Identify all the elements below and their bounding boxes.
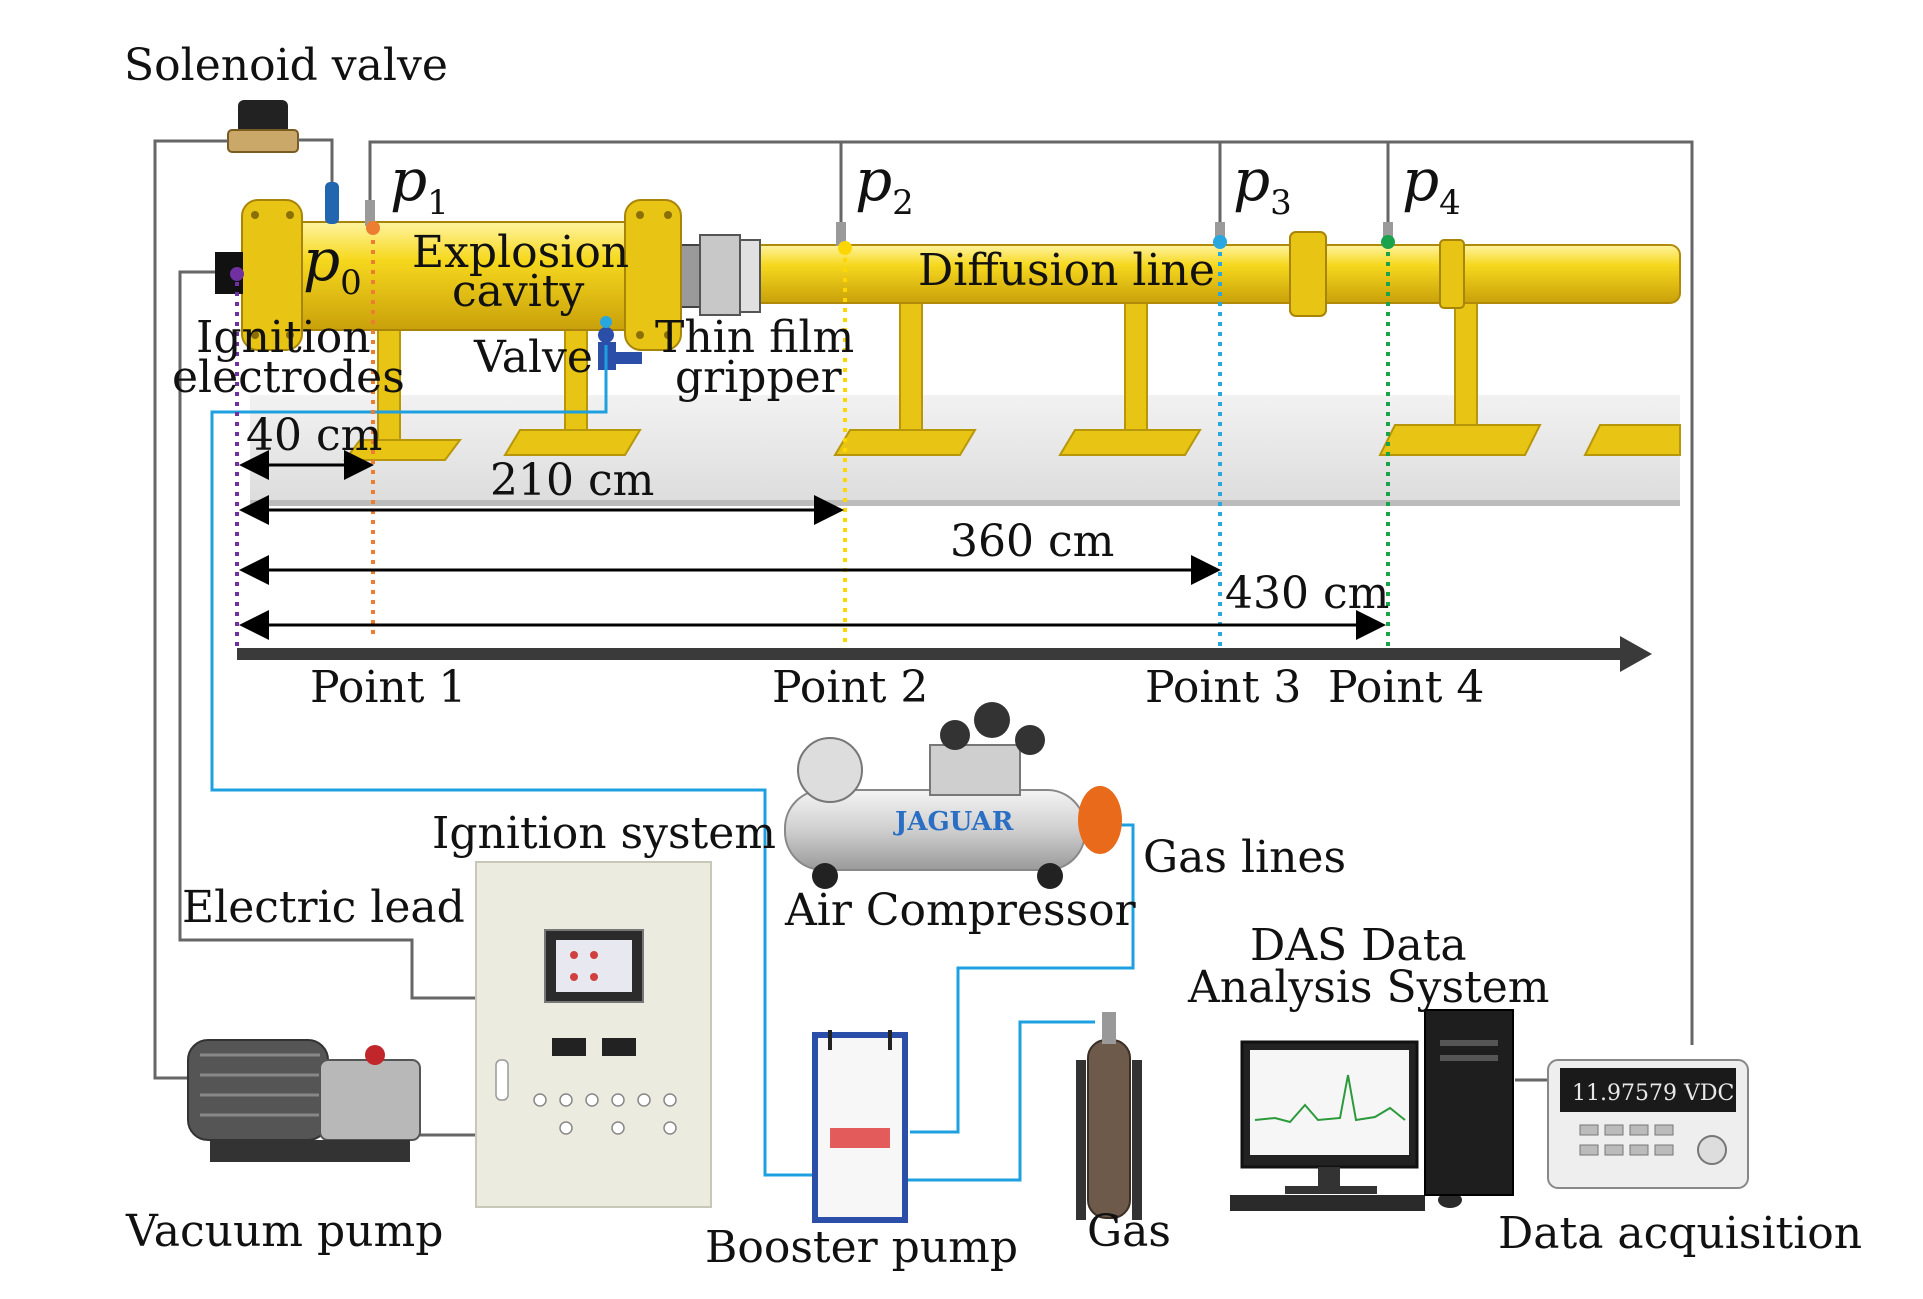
label-point-4: Point 4 bbox=[1328, 662, 1484, 713]
label-point-3: Point 3 bbox=[1145, 662, 1301, 713]
sensor-stubs bbox=[365, 200, 1393, 246]
compressor-brand: JAGUAR bbox=[893, 807, 1014, 837]
vacuum-pump-device bbox=[187, 1039, 421, 1162]
label-valve: Valve bbox=[473, 332, 593, 383]
sensor-dots bbox=[230, 221, 1395, 328]
label-distance-40: 40 cm bbox=[246, 410, 382, 461]
label-point-1: Point 1 bbox=[310, 662, 466, 713]
label-distance-430: 430 cm bbox=[1225, 568, 1389, 619]
label-gas-lines: Gas lines bbox=[1143, 832, 1346, 883]
label-point-2: Point 2 bbox=[772, 662, 928, 713]
label-explosion-cavity-1: Explosion bbox=[412, 227, 629, 278]
gas-lines bbox=[210, 345, 1135, 1182]
ignition-system-cabinet bbox=[475, 861, 712, 1208]
label-vacuum-pump: Vacuum pump bbox=[125, 1206, 443, 1257]
label-diffusion-line: Diffusion line bbox=[918, 245, 1215, 296]
label-das-1: DAS Data bbox=[1250, 920, 1467, 971]
flange-bolts bbox=[251, 211, 672, 339]
electric-leads bbox=[153, 138, 1694, 1137]
sensor-labels: p0 p1 p2 p3 p4 bbox=[303, 146, 1461, 303]
gripper-clamp bbox=[699, 234, 741, 316]
component-labels: Solenoid valve Explosion cavity Diffusio… bbox=[124, 40, 1862, 1273]
daq-display-readout: 11.97579 VDC bbox=[1572, 1081, 1734, 1106]
inlet-tube bbox=[325, 182, 339, 224]
sensor-dot-p4 bbox=[1381, 235, 1395, 249]
pipe-supports bbox=[343, 289, 1681, 461]
label-solenoid-valve: Solenoid valve bbox=[124, 40, 448, 91]
label-distance-210: 210 cm bbox=[490, 455, 654, 506]
sensor-label-p0: p0 bbox=[303, 226, 362, 303]
sensor-label-p4: p4 bbox=[1402, 146, 1461, 223]
label-thin-film-gripper-2: gripper bbox=[675, 352, 843, 403]
label-thin-film-gripper-1: Thin film bbox=[655, 312, 854, 363]
distance-arrows bbox=[239, 450, 1386, 640]
label-das-2: Analysis System bbox=[1187, 962, 1550, 1013]
gripper-ring bbox=[739, 239, 761, 313]
diffusion-flange bbox=[1289, 231, 1327, 317]
label-distance-360: 360 cm bbox=[950, 516, 1114, 567]
sensor-label-p3: p3 bbox=[1233, 146, 1292, 223]
sensor-label-p2: p2 bbox=[855, 146, 914, 223]
rig-illustration bbox=[215, 100, 1681, 506]
cavity-right-flange bbox=[624, 199, 682, 351]
das-computer bbox=[1230, 1009, 1514, 1211]
label-explosion-cavity-2: cavity bbox=[452, 266, 584, 317]
position-axis bbox=[237, 636, 1652, 672]
label-gas: Gas bbox=[1087, 1206, 1171, 1257]
diffusion-clamp bbox=[1439, 239, 1465, 309]
booster-pump-device bbox=[812, 1030, 908, 1223]
gas-cylinder bbox=[1076, 1012, 1142, 1220]
floor bbox=[250, 395, 1680, 505]
label-data-acquisition: Data acquisition bbox=[1498, 1208, 1862, 1259]
sensor-dot-p1 bbox=[366, 221, 380, 235]
floor-edge bbox=[250, 500, 1680, 506]
air-compressor: JAGUAR bbox=[784, 702, 1122, 889]
solenoid-valve bbox=[227, 100, 299, 153]
data-acquisition-device: 11.97579 VDC bbox=[1547, 1059, 1749, 1189]
sensor-dot-p2 bbox=[838, 241, 852, 255]
sensor-label-p1: p1 bbox=[390, 146, 449, 223]
label-electric-lead: Electric lead bbox=[182, 882, 465, 933]
label-ignition-system: Ignition system bbox=[432, 808, 776, 859]
label-ignition-electrodes-1: Ignition bbox=[196, 312, 371, 363]
label-booster-pump: Booster pump bbox=[705, 1222, 1018, 1273]
sensor-dot-p3 bbox=[1213, 235, 1227, 249]
sensor-dot-p0 bbox=[230, 267, 244, 281]
label-air-compressor: Air Compressor bbox=[784, 885, 1137, 936]
valve-dot bbox=[600, 316, 612, 328]
label-ignition-electrodes-2: electrodes bbox=[172, 352, 405, 403]
